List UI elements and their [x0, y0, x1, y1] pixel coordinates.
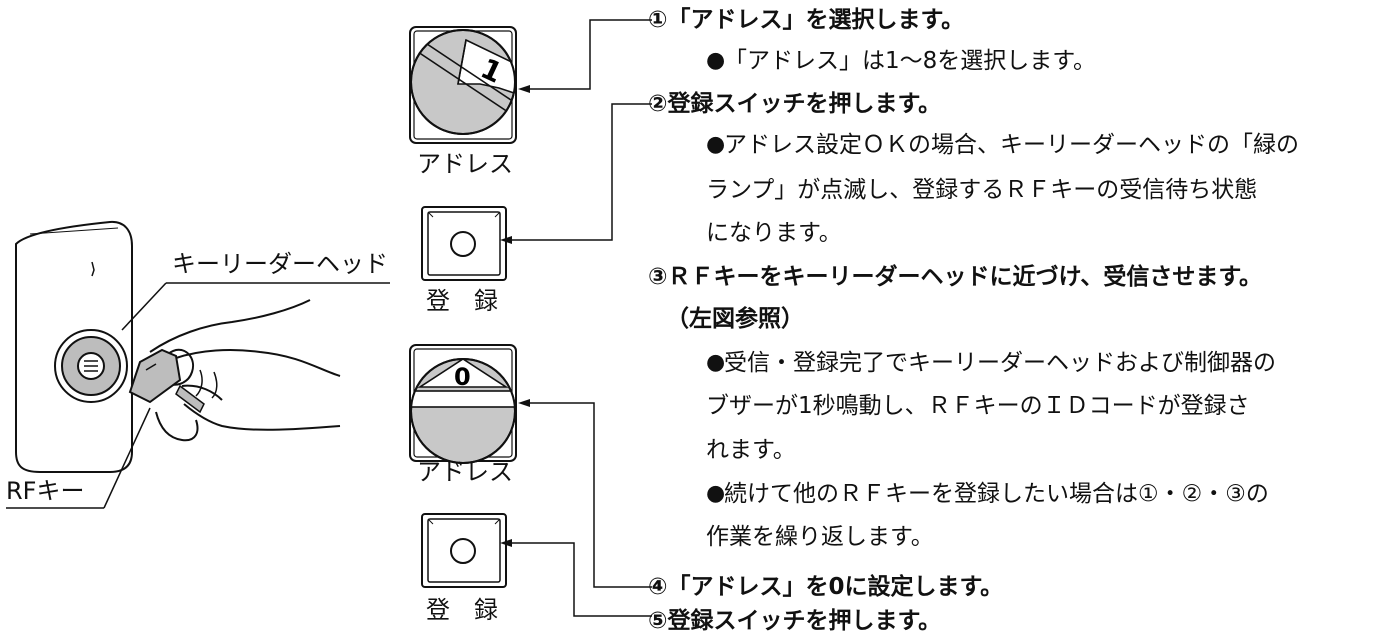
step-3-bullet-1-marker: ●: [706, 350, 726, 375]
step-2-title: ②登録スイッチを押します。: [648, 91, 942, 117]
step-3-note-1-line-3: れます。: [706, 437, 796, 463]
key-reader-head-label: キーリーダーヘッド: [172, 250, 388, 278]
address-dial-2: [409, 344, 517, 464]
step-5-title: ⑤登録スイッチを押します。: [648, 608, 942, 634]
register-switch-2: [421, 513, 507, 588]
hand-with-rf-key: [128, 299, 341, 442]
rf-key-label: RFキー: [6, 477, 85, 505]
register-switch-2-label: 登 録: [426, 596, 498, 624]
dial-2-number: 0: [454, 363, 471, 391]
step-4-title: ④「アドレス」を0に設定します。: [648, 574, 1004, 600]
arrowheads: [500, 85, 530, 547]
address-dial-2-label: アドレス: [417, 458, 513, 486]
step-3-note-1-line-2: ブザーが1秒鳴動し、ＲＦキーのＩＤコードが登録さ: [706, 393, 1250, 419]
label-leader-lines: [6, 282, 390, 509]
step-3-note-2-line-2: 作業を繰り返します。: [706, 524, 934, 550]
step-3-note-2-line-1: 続けて他のＲＦキーを登録したい場合は①・②・③の: [724, 481, 1269, 507]
step-3-reference: （左図参照）: [666, 306, 804, 332]
register-switch-1-label: 登 録: [426, 287, 498, 315]
address-dial-1: [409, 26, 517, 144]
step-3-note-1-line-1: 受信・登録完了でキーリーダーヘッドおよび制御器の: [724, 350, 1276, 376]
step-1-bullet-marker: ●: [706, 48, 726, 73]
step-1-title: ①「アドレス」を選択します。: [648, 7, 965, 33]
key-reader-head-device: [15, 220, 133, 473]
leader-lines: [510, 19, 652, 617]
step-3-title: ③ＲＦキーをキーリーダーヘッドに近づけ、受信させます。: [648, 264, 1263, 290]
step-3-bullet-2-marker: ●: [706, 481, 726, 506]
step-2-note-line-1: アドレス設定ＯＫの場合、キーリーダーヘッドの「緑の: [724, 132, 1299, 158]
step-2-note-line-2: ランプ」が点滅し、登録するＲＦキーの受信待ち状態: [706, 177, 1258, 203]
step-2-bullet-marker: ●: [706, 132, 726, 157]
step-2-note-line-3: になります。: [706, 220, 842, 246]
step-1-note: 「アドレス」は1〜8を選択します。: [724, 48, 1096, 74]
register-switch-1: [421, 206, 507, 281]
address-dial-1-label: アドレス: [417, 150, 513, 178]
